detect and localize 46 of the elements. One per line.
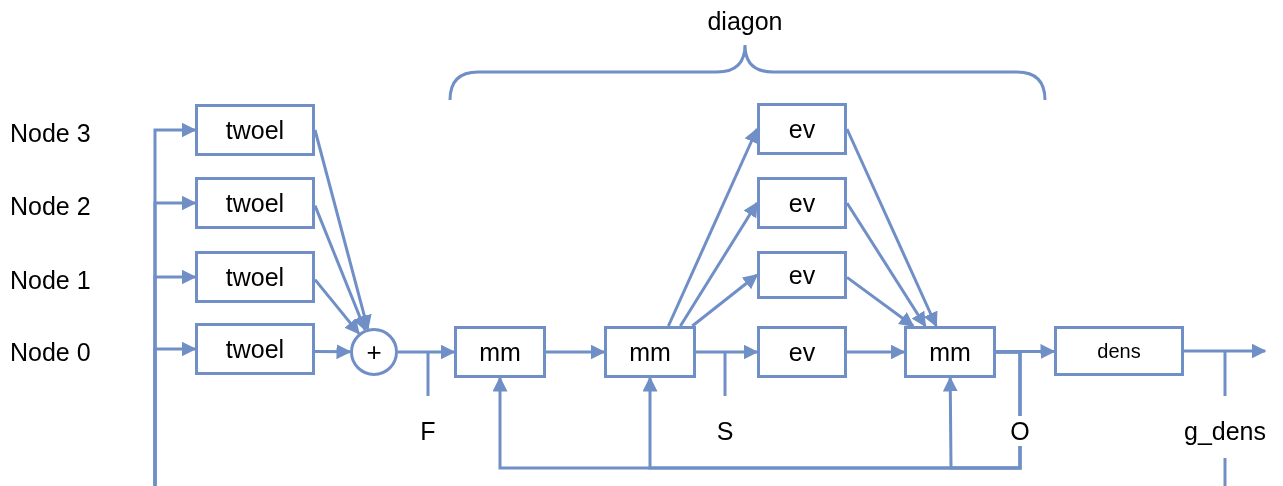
label: O (1010, 416, 1030, 446)
process-box (904, 326, 996, 378)
node-label: mm (479, 339, 521, 365)
arrow (679, 201, 759, 327)
arrow (546, 344, 606, 360)
arrow (845, 128, 938, 328)
node-label: ev (788, 116, 816, 142)
process-box (757, 103, 847, 155)
label: Node 0 (10, 337, 92, 367)
node-label: ev (788, 339, 816, 365)
arrow (691, 273, 759, 328)
process-box (604, 326, 696, 378)
process-box (195, 323, 315, 375)
arrow (846, 276, 915, 328)
arrow (1184, 343, 1267, 359)
arrow (696, 344, 759, 360)
process-box (454, 326, 546, 378)
label: Node 1 (10, 265, 92, 295)
process-box (195, 251, 315, 303)
node-label: twoel (225, 264, 285, 290)
node-label: twoel (225, 336, 285, 362)
arrow (398, 344, 456, 360)
node-label: mm (929, 339, 971, 365)
label: Node 2 (10, 191, 92, 221)
arrow (847, 344, 906, 360)
node-label: ev (788, 190, 816, 216)
node-label: + (366, 339, 382, 365)
arrow (313, 278, 360, 335)
arrow (667, 127, 759, 327)
process-box (195, 177, 315, 229)
arrow (845, 202, 927, 328)
arrow (315, 344, 352, 360)
process-box (1054, 326, 1184, 376)
arrow (153, 341, 197, 486)
node-label: dens (1097, 341, 1141, 361)
process-box (195, 104, 315, 156)
node-label: ev (788, 262, 816, 288)
arrow (996, 343, 1056, 359)
process-box (757, 326, 847, 378)
node-label: mm (629, 339, 671, 365)
arrow (942, 350, 1022, 470)
node-label: twoel (225, 117, 285, 143)
process-box (757, 251, 847, 299)
node-label: twoel (225, 190, 285, 216)
label: Node 3 (10, 118, 92, 148)
process-box (757, 177, 847, 229)
